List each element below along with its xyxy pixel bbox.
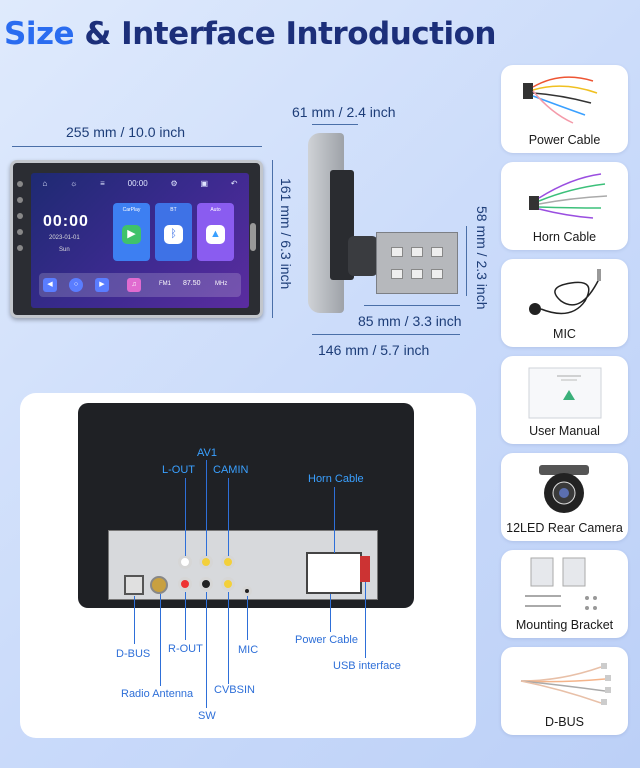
accessory-label: Horn Cable [532,230,597,244]
accessory-label: MIC [553,327,576,341]
side-buttons [17,181,27,261]
dim-box-depth: 85 mm / 3.3 inch [358,313,462,329]
accessory-card: MIC [501,259,628,347]
accessory-card: Mounting Bracket [501,550,628,638]
jack-sw [199,577,213,591]
app-auto: Auto ▲ [197,203,234,261]
head-unit-front: ⌂ ☼ ≡ 00:00 ⚙ ▣ ↶ 00:00 2023-01-01 Sun C… [10,160,263,318]
accessory-label: Mounting Bracket [515,618,614,632]
search-icon: ○ [69,278,83,292]
next-icon: ▶ [95,278,109,292]
antenna-port [150,576,168,594]
accessory-card: Horn Cable [501,162,628,250]
accessory-label: 12LED Rear Camera [506,521,623,535]
screen-statusbar: ⌂ ☼ ≡ 00:00 ⚙ ▣ ↶ [31,173,249,193]
bracket-icon [525,557,597,610]
label-l-out: L-OUT [162,464,195,476]
label-camin: CAMIN [213,464,249,476]
home-icon: ⌂ [42,178,48,188]
jack-r-out [178,577,192,591]
dim-line-box-depth [364,305,460,306]
page-title: Size & Interface Introduction [0,16,500,52]
carplay-icon: ▶ [122,225,141,244]
label-horn-cable: Horn Cable [308,473,364,485]
label-power-cable: Power Cable [295,634,358,646]
volume-knob [250,223,256,251]
mic-icon [529,269,601,315]
frequency: 87.50 [183,280,201,287]
label-usb-interface: USB interface [333,660,401,672]
usb-port [360,556,370,582]
jack-cvbsin [221,577,235,591]
window-icon: ▣ [200,178,208,188]
bluetooth-icon: ᛒ [164,225,183,244]
back-icon: ↶ [230,178,238,188]
app-label: CarPlay [122,207,141,213]
dim-depth-top: 61 mm / 2.4 inch [292,104,396,120]
unit-screen: ⌂ ☼ ≡ 00:00 ⚙ ▣ ↶ 00:00 2023-01-01 Sun C… [31,173,249,308]
dbus-icon [520,663,611,705]
dim-depth-total: 146 mm / 5.7 inch [318,342,430,358]
title-accent: Size [4,16,75,52]
jack-camin [221,555,235,569]
horn-cable-icon [529,173,608,219]
dim-line-height [272,160,273,318]
label-r-out: R-OUT [168,643,203,655]
label-sw: SW [198,710,216,722]
dim-width-front: 255 mm / 10.0 inch [66,124,186,140]
screen-clock: 00:00 [43,213,89,230]
screen-day: Sun [59,247,70,253]
label-radio-antenna: Radio Antenna [121,688,194,700]
accessory-label: User Manual [529,424,600,438]
media-bar: ◀ ○ ▶ ♫ FM1 87.50 MHz [39,273,241,297]
iso-connector [306,552,362,594]
app-carplay: CarPlay ▶ [113,203,150,261]
dim-height-front: 161 mm / 6.3 inch [278,178,294,290]
status-time: 00:00 [127,178,148,188]
radio-icon: ♫ [127,278,141,292]
accessory-label: D-BUS [545,715,584,729]
camera-icon [539,465,589,513]
title-main: & Interface Introduction [84,16,496,52]
eq-icon: ≡ [100,178,105,188]
android-auto-icon: ▲ [206,225,225,244]
app-label: Auto [210,207,221,213]
screen-date: 2023-01-01 [49,235,80,241]
dim-box-height: 58 mm / 2.3 inch [474,206,490,310]
settings-icon: ⚙ [170,178,178,188]
dim-line-depth-top [312,124,358,125]
label-d-bus: D-BUS [116,648,151,660]
brightness-icon: ☼ [70,178,78,188]
power-cable-icon [523,76,598,124]
jack-l-out [178,555,192,569]
app-bt: BT ᛒ [155,203,192,261]
label-mic: MIC [238,644,259,656]
side-view-arm [348,236,378,276]
jack-mic [242,586,252,596]
manual-icon [528,367,602,419]
accessory-card: Power Cable [501,65,628,153]
dbus-port [124,575,144,595]
dim-line-box-height [466,226,467,296]
accessory-card: User Manual [501,356,628,444]
side-view-chassis [376,232,458,294]
label-cvbsin: CVBSIN [214,684,255,696]
freq-unit: MHz [215,281,228,287]
label-av1: AV1 [197,447,217,459]
dim-line-depth-total [312,334,460,335]
fm-label: FM1 [159,281,171,287]
dim-line-width [12,146,262,147]
jack-av1 [199,555,213,569]
app-label: BT [170,207,177,213]
accessory-card: 12LED Rear Camera [501,453,628,541]
prev-icon: ◀ [43,278,57,292]
accessory-label: Power Cable [528,133,601,147]
accessory-card: D-BUS [501,647,628,735]
